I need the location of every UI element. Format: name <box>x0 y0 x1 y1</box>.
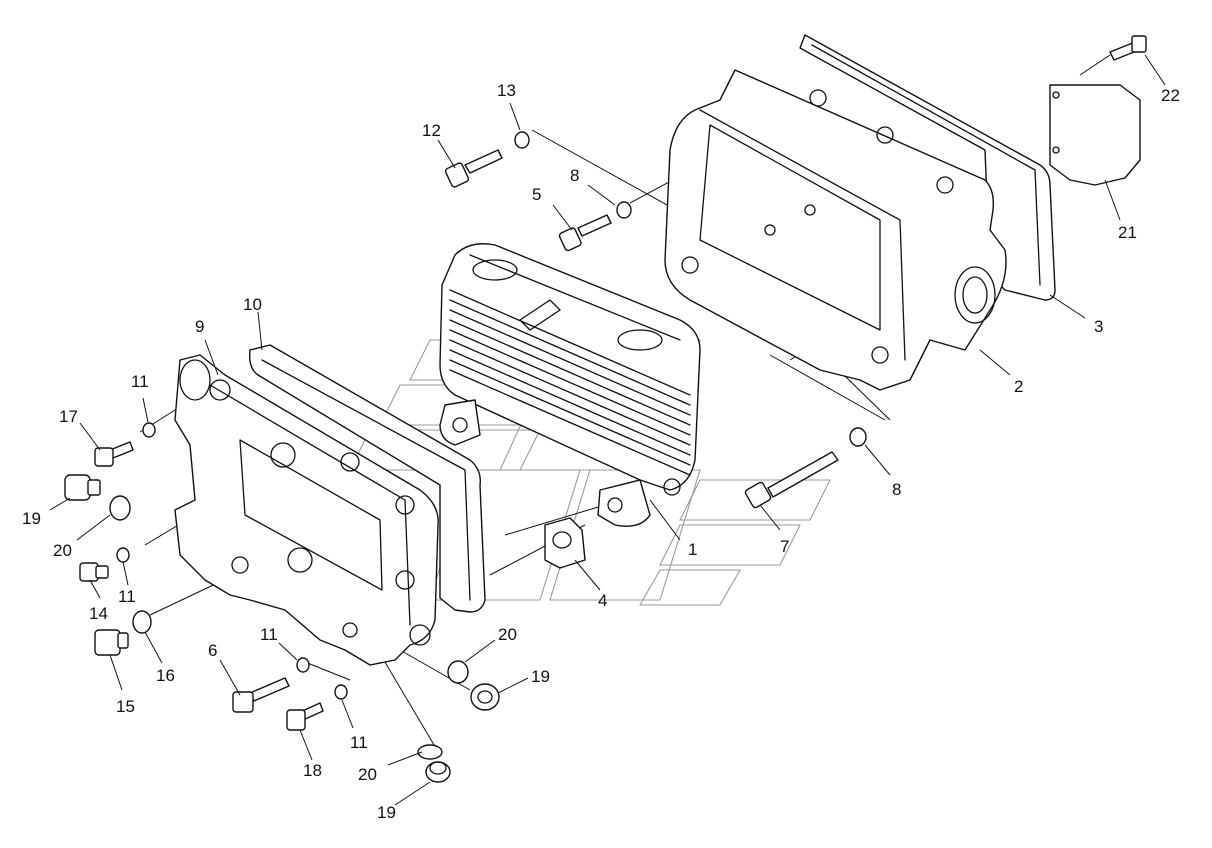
callout-21: 21 <box>1118 223 1137 242</box>
callout-11-b: 11 <box>118 587 136 606</box>
bolt-14 <box>79 562 109 582</box>
callout-3: 3 <box>1094 317 1103 336</box>
callout-17: 17 <box>59 407 78 426</box>
oil-cooler-core-1 <box>439 243 701 527</box>
callout-4: 4 <box>598 591 607 610</box>
callout-labels: 1 2 3 4 5 6 7 8 8 9 10 11 11 11 11 12 13… <box>22 81 1180 822</box>
seal-ring-16 <box>132 610 152 634</box>
callout-2: 2 <box>1014 377 1023 396</box>
plug-19-bottom <box>425 761 451 783</box>
callout-10: 10 <box>243 295 262 314</box>
seal-ring-20-left <box>109 495 131 521</box>
callout-6: 6 <box>208 641 217 660</box>
callout-19-right: 19 <box>531 667 550 686</box>
bolt-18 <box>286 702 324 731</box>
front-housing-9 <box>174 354 439 666</box>
callout-11-d: 11 <box>350 733 368 752</box>
callout-1: 1 <box>688 540 697 559</box>
washer-11-a <box>142 422 156 438</box>
plug-15 <box>94 629 129 656</box>
plug-19-right <box>470 683 500 711</box>
bolt-17 <box>94 441 134 467</box>
bolt-6 <box>232 677 290 713</box>
callout-leaders <box>49 54 1166 806</box>
washer-11-c <box>296 657 310 673</box>
washer-8-lower <box>849 427 867 447</box>
plug-19-left <box>64 474 101 501</box>
callout-8-lower: 8 <box>892 480 901 499</box>
callout-7: 7 <box>780 537 789 556</box>
callout-8-upper: 8 <box>570 166 579 185</box>
washer-11-d <box>334 684 348 700</box>
rear-housing-2 <box>664 69 1007 391</box>
washer-13 <box>514 131 530 149</box>
callout-9: 9 <box>195 317 204 336</box>
callout-16: 16 <box>156 666 175 685</box>
callout-11-c: 11 <box>260 625 278 644</box>
callout-14: 14 <box>89 604 108 623</box>
callout-19-bottom: 19 <box>377 803 396 822</box>
callout-19-left: 19 <box>22 509 41 528</box>
callout-12: 12 <box>422 121 441 140</box>
seal-ring-20-right <box>447 660 469 684</box>
callout-15: 15 <box>116 697 135 716</box>
callout-13: 13 <box>497 81 516 100</box>
bolt-5 <box>558 214 612 252</box>
callout-5: 5 <box>532 185 541 204</box>
cover-plate-21 <box>1049 84 1141 186</box>
seal-ring-20-bottom <box>417 744 443 760</box>
callout-11-a: 11 <box>131 372 149 391</box>
small-gasket-4 <box>544 517 586 569</box>
callout-22: 22 <box>1161 86 1180 105</box>
callout-18: 18 <box>303 761 322 780</box>
callout-20-right: 20 <box>498 625 517 644</box>
callout-20-bottom: 20 <box>358 765 377 784</box>
washer-8-upper <box>616 201 632 219</box>
washer-11-b <box>116 547 130 563</box>
bolt-22 <box>1109 35 1147 61</box>
bolt-12 <box>444 149 503 188</box>
bolt-7 <box>744 451 839 509</box>
gasket-10 <box>248 344 486 613</box>
callout-20-left: 20 <box>53 541 72 560</box>
